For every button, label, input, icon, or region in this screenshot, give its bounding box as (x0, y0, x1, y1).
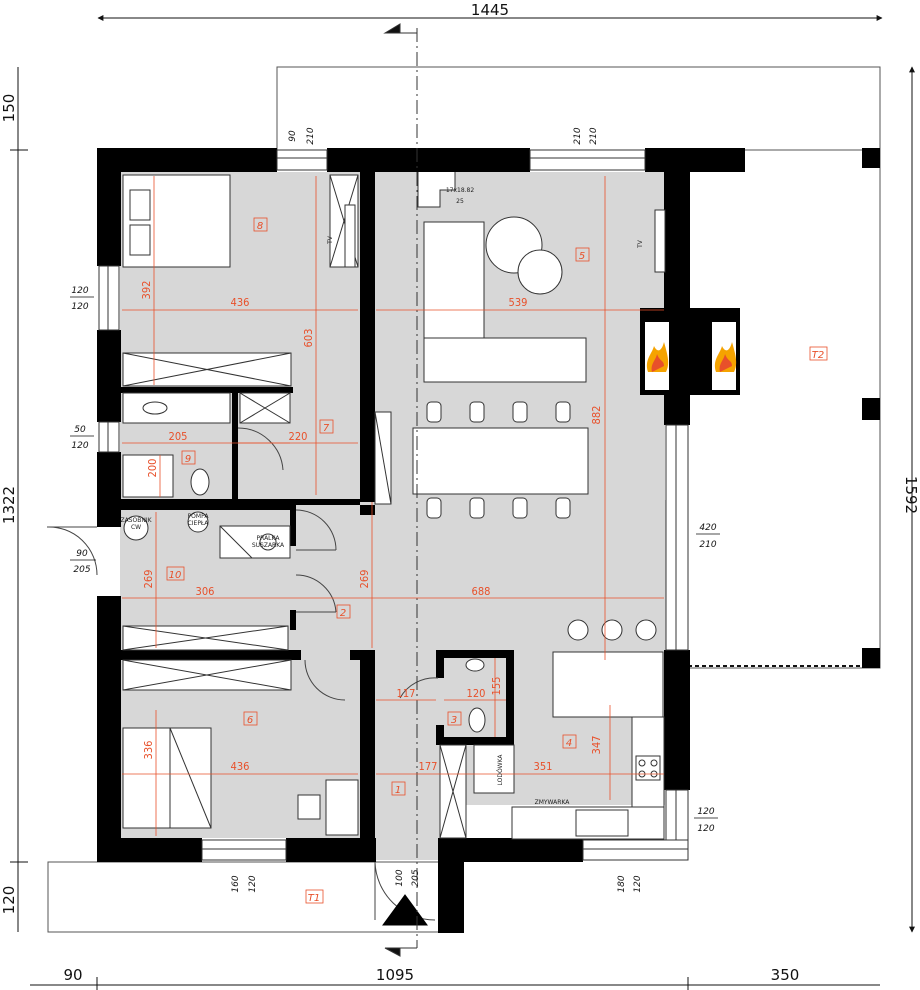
furniture (122, 172, 666, 926)
tv-label-right: TV (637, 239, 644, 249)
dim-r2-width: 688 (472, 585, 491, 598)
svg-text:210: 210 (699, 540, 716, 550)
inner-dimensions (122, 176, 664, 836)
svg-text:120: 120 (71, 302, 88, 312)
room-T1-number: T1 (308, 893, 320, 904)
svg-text:210: 210 (573, 127, 583, 144)
dim-r10-height: 269 (142, 570, 155, 589)
svg-text:120: 120 (697, 824, 714, 834)
fire-icon-right (714, 342, 737, 372)
svg-text:50: 50 (74, 425, 86, 435)
fireplace (640, 308, 740, 395)
dim-r3-height: 155 (490, 677, 503, 696)
room-9-number: 9 (185, 454, 191, 465)
dim-r7-width: 220 (289, 430, 308, 443)
room-10-number: 10 (169, 570, 182, 581)
room-4-number: 4 (566, 738, 572, 749)
dim-r6-height: 336 (142, 741, 155, 760)
svg-text:100: 100 (395, 869, 405, 886)
overall-bottom-middle: 1095 (376, 966, 414, 984)
overall-right-height: 1592 (902, 476, 920, 514)
openings (98, 149, 689, 861)
room-3-number: 3 (451, 715, 457, 726)
outer-dimensions (10, 15, 915, 990)
walls (97, 148, 880, 933)
svg-text:180: 180 (617, 875, 627, 892)
svg-text:420: 420 (699, 523, 716, 533)
overall-top-width: 1445 (471, 1, 509, 19)
room-7-number: 7 (323, 423, 330, 434)
svg-text:90: 90 (76, 549, 88, 559)
dim-r9-width: 205 (169, 430, 188, 443)
tv-label-left: TV (327, 235, 334, 245)
svg-text:210: 210 (306, 127, 316, 144)
dim-r5-height: 882 (590, 406, 603, 425)
dim-r9-height: 200 (146, 459, 159, 478)
section-line (383, 23, 418, 957)
opening-labels: 90 210 210 210 120 120 50 120 90 205 420… (70, 127, 720, 893)
dim-r6-width: 436 (231, 760, 250, 773)
svg-text:160: 160 (231, 875, 241, 892)
dim-r10-width: 306 (196, 585, 215, 598)
svg-text:205: 205 (411, 869, 421, 886)
overall-left-bottom: 120 (0, 886, 18, 915)
dim-r7-height: 603 (302, 329, 315, 348)
room-T2-number: T2 (812, 350, 824, 361)
overall-left-height: 1322 (0, 486, 18, 524)
dim-r4-width: 351 (534, 760, 553, 773)
fire-icon-left (646, 342, 669, 372)
dining-chairs (426, 401, 571, 519)
room-2-number: 2 (340, 608, 346, 619)
stairs-label-b: 25 (456, 198, 464, 205)
dim-r3-width: 120 (467, 687, 486, 700)
dim-r1-b: 177 (419, 760, 438, 773)
dishwasher-label: ZMYWARKA (535, 799, 571, 806)
room-8-number: 8 (257, 221, 263, 232)
svg-text:120: 120 (248, 875, 258, 892)
stairs-label-a: 17x18.82 (446, 187, 475, 194)
overall-left-top: 150 (0, 94, 18, 123)
overall-bottom-right: 350 (771, 966, 800, 984)
room-number-boxes (166, 217, 828, 904)
svg-text:120: 120 (71, 286, 88, 296)
dim-r5-width: 539 (509, 296, 528, 309)
svg-text:120: 120 (71, 441, 88, 451)
room-1-number: 1 (395, 785, 401, 796)
overall-bottom-left: 90 (63, 966, 82, 984)
dim-r8-height: 392 (140, 281, 153, 300)
fridge-label: LODÓWKA (497, 754, 504, 786)
room-5-number: 5 (579, 251, 585, 262)
svg-text:205: 205 (73, 565, 90, 575)
dim-r4-height: 347 (590, 736, 603, 755)
entrance-arrow-icon (382, 894, 428, 926)
svg-text:120: 120 (633, 875, 643, 892)
svg-text:210: 210 (589, 127, 599, 144)
svg-text:120: 120 (697, 807, 714, 817)
room-6-number: 6 (247, 715, 253, 726)
dim-r8-width: 436 (231, 296, 250, 309)
svg-text:90: 90 (288, 130, 298, 142)
door-swings (46, 427, 439, 921)
dim-r2-height: 269 (358, 570, 371, 589)
dim-r1-a: 117 (397, 687, 416, 700)
